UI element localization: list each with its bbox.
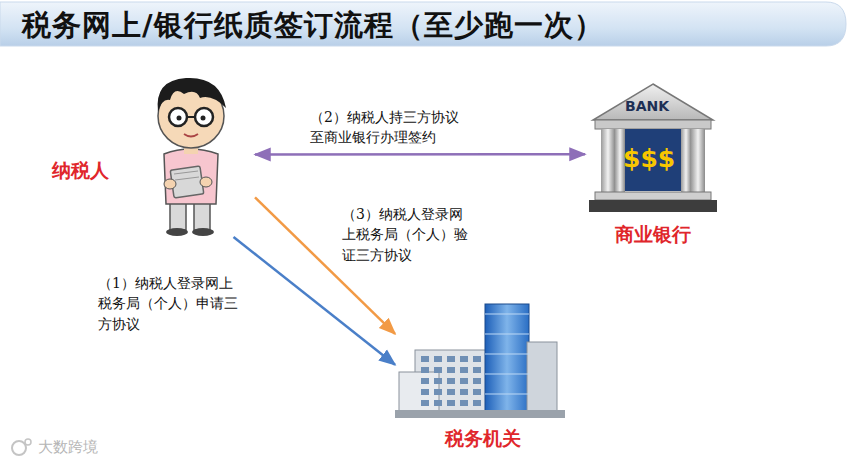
taxpayer-figure	[140, 72, 252, 237]
step-label: （1）纳税人登录网上税务局（个人）申请三方协议	[96, 272, 246, 335]
bank-sign: BANK	[625, 98, 669, 114]
watermark: 大数跨境	[38, 438, 98, 457]
watermark-logo	[10, 436, 34, 458]
page-title: 税务网上/银行纸质签订流程（至少跑一次）	[22, 6, 604, 46]
bank-dollar-sign: $$$	[623, 144, 675, 173]
step-label: （3）纳税人登录网上税务局（个人）验证三方协议	[340, 203, 478, 266]
node-label: 商业银行	[615, 222, 691, 248]
node-label: 税务机关	[445, 426, 521, 452]
tax-office-building	[395, 302, 570, 422]
step-label: （2）纳税人持三方协议至商业银行办理签约	[308, 106, 472, 149]
node-label: 纳税人	[52, 158, 109, 184]
illustrated-node: 纳税人	[40, 72, 255, 237]
illustrated-node: 商业银行 BANK $$$	[585, 82, 720, 250]
illustrated-node: 税务机关	[395, 300, 570, 454]
flow-arrow	[255, 153, 585, 156]
